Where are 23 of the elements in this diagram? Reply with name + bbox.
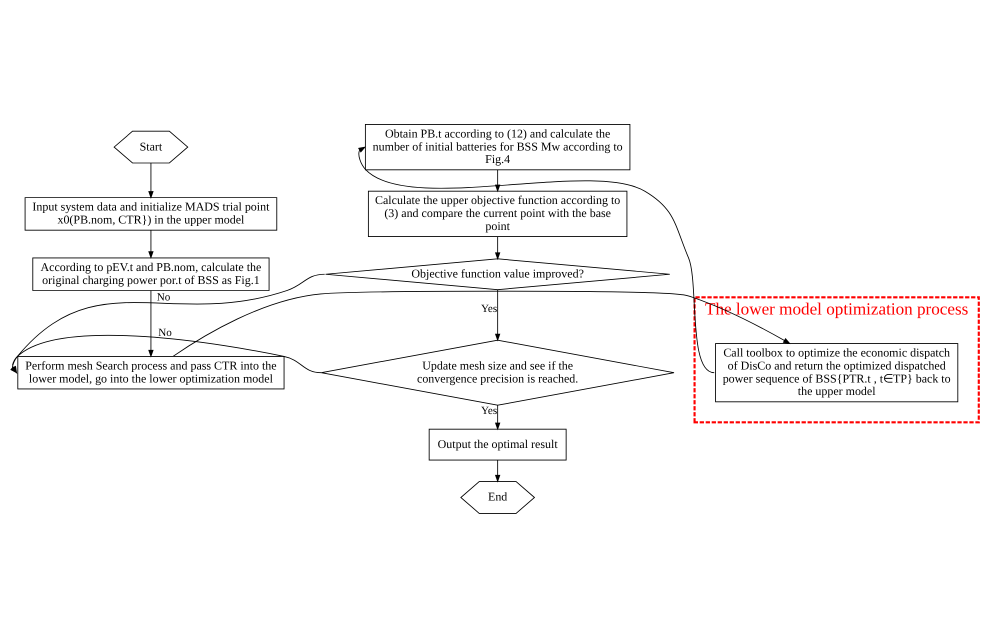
edge-label: No xyxy=(158,326,172,338)
edge-label: Yes xyxy=(481,404,498,416)
node-box: According to pEV.t and PB.nom, calculate the original charging power por.t of BSS as Fig.1 xyxy=(32,257,270,290)
node-box: Perform mesh Search process and pass CTR into the lower model, go into the lower optimization model xyxy=(17,356,284,389)
arrow xyxy=(358,146,715,373)
edge-label: No xyxy=(156,290,170,303)
arrow xyxy=(148,162,154,198)
arrow xyxy=(494,404,500,430)
arrow xyxy=(172,290,791,356)
node-box: Calculate the upper objective function according to (3) and compare the current point with the base point xyxy=(368,190,628,236)
node-diamond: Update mesh size and see if the convergence precision is reached. xyxy=(320,339,674,406)
node-box: Output the optimal result xyxy=(428,428,567,460)
node-box: Obtain PB.t according to (12) and calculate the number of initial batteries for BSS Mw according to Fig.4 xyxy=(364,124,630,170)
arrow xyxy=(494,288,500,341)
node-box: Input system data and initialize MADS trial point x0(PB.nom, CTR}) in the upper model xyxy=(24,196,278,230)
edge-label: Yes xyxy=(481,302,498,314)
arrow xyxy=(148,230,154,258)
node-diamond: Objective function value improved? xyxy=(325,258,670,290)
arrow xyxy=(494,236,500,260)
arrow xyxy=(494,459,500,482)
node-box: Call toolbox to optimize the economic dispatch of DisCo and return the optimized dispatched power sequence of BSS{PTR.t , t∈TP} back to the upper model xyxy=(715,342,958,402)
arrow xyxy=(494,169,500,192)
arrow xyxy=(148,290,154,358)
